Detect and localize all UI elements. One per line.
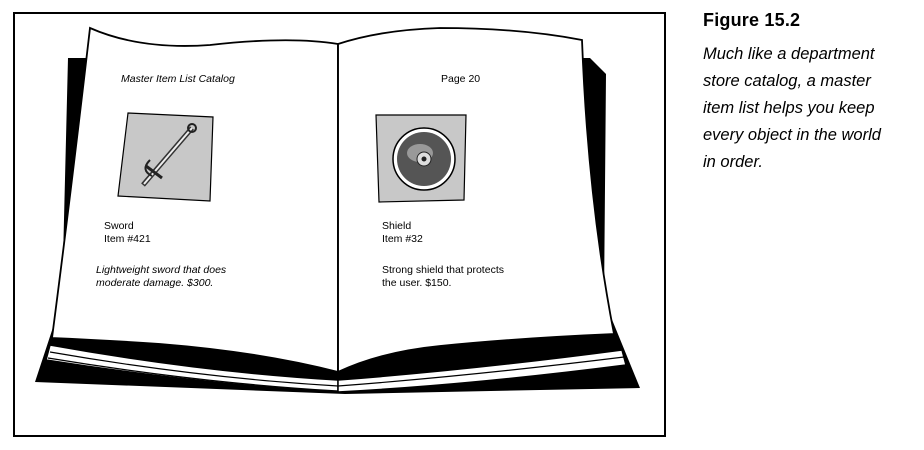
caption-line: store catalog, a master <box>703 72 871 90</box>
left-item-name: Sword <box>104 220 134 232</box>
figure-number: Figure 15.2 <box>703 10 801 30</box>
right-page <box>337 27 616 374</box>
sword-icon <box>141 123 197 187</box>
page-stack-right <box>337 349 627 393</box>
right-item-name: Shield <box>382 220 412 232</box>
caption-body: Much like a department store catalog, a … <box>703 41 918 176</box>
shield-picture <box>375 114 467 203</box>
left-page-header: Master Item List Catalog <box>121 73 235 85</box>
shield-icon <box>392 127 456 191</box>
right-page-header: Page 20 <box>441 73 481 85</box>
caption-line: item list helps you keep <box>703 99 875 117</box>
left-item-number: Item #421 <box>104 233 151 245</box>
left-item-description: Lightweight sword that does moderate dam… <box>96 264 227 289</box>
right-item-number: Item #32 <box>382 233 423 245</box>
caption-line: in order. <box>703 153 763 171</box>
caption-line: every object in the world <box>703 126 881 144</box>
sword-picture <box>117 112 214 202</box>
right-item-description: Strong shield that protects the user. $1… <box>382 264 504 289</box>
caption-line: Much like a department <box>703 45 875 63</box>
figure-caption: Figure 15.2 Much like a department store… <box>703 10 918 176</box>
